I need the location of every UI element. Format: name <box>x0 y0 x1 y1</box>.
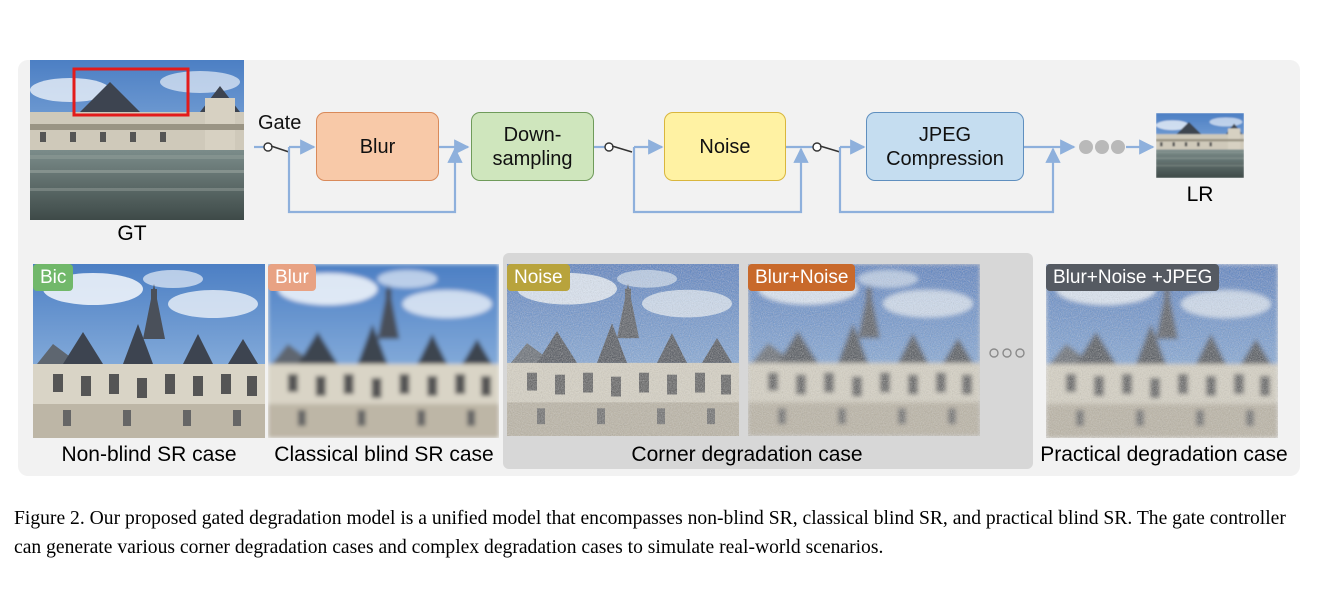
corner-ellipsis-dots <box>989 348 1025 358</box>
tag-noise: Noise <box>507 264 570 291</box>
jpeg-block: JPEG Compression <box>866 112 1024 181</box>
lr-image <box>1156 113 1244 178</box>
downsampling-block: Down- sampling <box>471 112 594 181</box>
crop-highlight-box <box>72 67 190 117</box>
practical-case-label: Practical degradation case <box>1040 443 1288 466</box>
downsampling-label-line1: Down- <box>503 123 562 146</box>
figure-caption: Figure 2. Our proposed gated degradation… <box>14 508 1286 558</box>
downsampling-label-line2: sampling <box>492 147 573 170</box>
tag-blur-noise-jpeg: Blur+Noise +JPEG <box>1046 264 1220 291</box>
gate-label: Gate <box>258 112 302 134</box>
jpeg-label-line1: JPEG <box>918 123 972 146</box>
ellipsis-dots <box>1079 140 1125 154</box>
tag-bic: Bic <box>33 264 74 291</box>
non-blind-case-label: Non-blind SR case <box>61 443 237 466</box>
noise-block-label: Noise <box>699 135 751 158</box>
classical-case-label: Classical blind SR case <box>274 443 494 466</box>
corner-case-label: Corner degradation case <box>631 443 863 466</box>
jpeg-label-line2: Compression <box>886 147 1004 170</box>
blur-block-label: Blur <box>359 135 396 158</box>
noise-block: Noise <box>664 112 786 181</box>
gt-image <box>30 60 244 220</box>
lr-label: LR <box>1186 183 1214 206</box>
blur-block: Blur <box>316 112 439 181</box>
gt-label: GT <box>117 222 147 245</box>
tag-blur-noise: Blur+Noise <box>748 264 856 291</box>
tag-blur: Blur <box>268 264 316 291</box>
